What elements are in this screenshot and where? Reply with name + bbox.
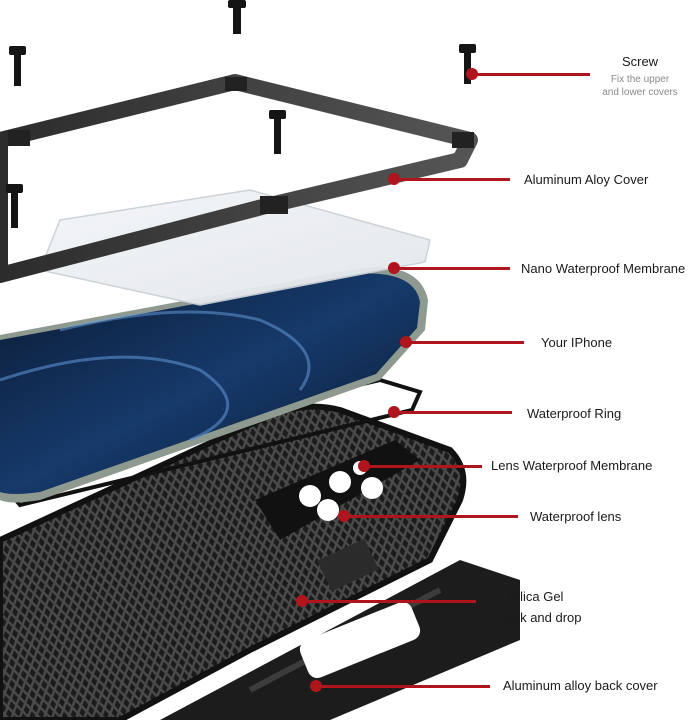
label-silica-sub: Shock and drop [490, 610, 582, 625]
callout-dot-screw [466, 68, 478, 80]
label-waterproof-lens: Waterproof lens [530, 509, 622, 524]
callout-line-membrane [394, 267, 510, 270]
screw-icon [269, 110, 286, 154]
screw-icon [6, 184, 23, 228]
iphone [0, 267, 428, 503]
callout-line-silica [302, 600, 476, 603]
callout-dot-iphone [400, 336, 412, 348]
label-aluminum-cover: Aluminum Aloy Cover [524, 172, 649, 187]
callout-line-screw [472, 73, 590, 76]
callout-line-lens-membrane [364, 465, 482, 468]
screw-icon [9, 46, 26, 86]
callout-dot-membrane [388, 262, 400, 274]
callout-line-ring [394, 411, 512, 414]
label-screw-title: Screw [621, 54, 659, 69]
aluminum-cover-frame [0, 74, 478, 283]
screws [6, 0, 476, 228]
label-silica-gel: Silica Gel Shock and drop [480, 589, 592, 625]
callout-dot-silica [296, 595, 308, 607]
label-back-cover: Aluminum alloy back cover [503, 678, 658, 693]
label-waterproof-ring: Waterproof Ring [527, 406, 622, 421]
screw-icon [228, 0, 246, 34]
callout-dot-cover [388, 173, 400, 185]
callout-dot-lens-membrane [358, 460, 370, 472]
label-lens-membrane: Lens Waterproof Membrane [491, 458, 653, 473]
label-screw-sub2: and lower covers [602, 87, 678, 98]
label-screw: Screw Fix the upper and lower covers [592, 54, 688, 99]
callout-line-iphone [406, 341, 524, 344]
label-iphone: Your IPhone [541, 335, 613, 350]
callout-line-back [316, 685, 490, 688]
label-silica-title: Silica Gel [508, 589, 564, 604]
callout-dot-ring [388, 406, 400, 418]
callout-dot-lens [338, 510, 350, 522]
callout-dot-back [310, 680, 322, 692]
callout-line-lens [344, 515, 518, 518]
label-nano-membrane: Nano Waterproof Membrane [521, 261, 686, 276]
label-screw-sub1: Fix the upper [610, 74, 670, 85]
screw-icon [459, 44, 476, 84]
callout-line-cover [394, 178, 510, 181]
